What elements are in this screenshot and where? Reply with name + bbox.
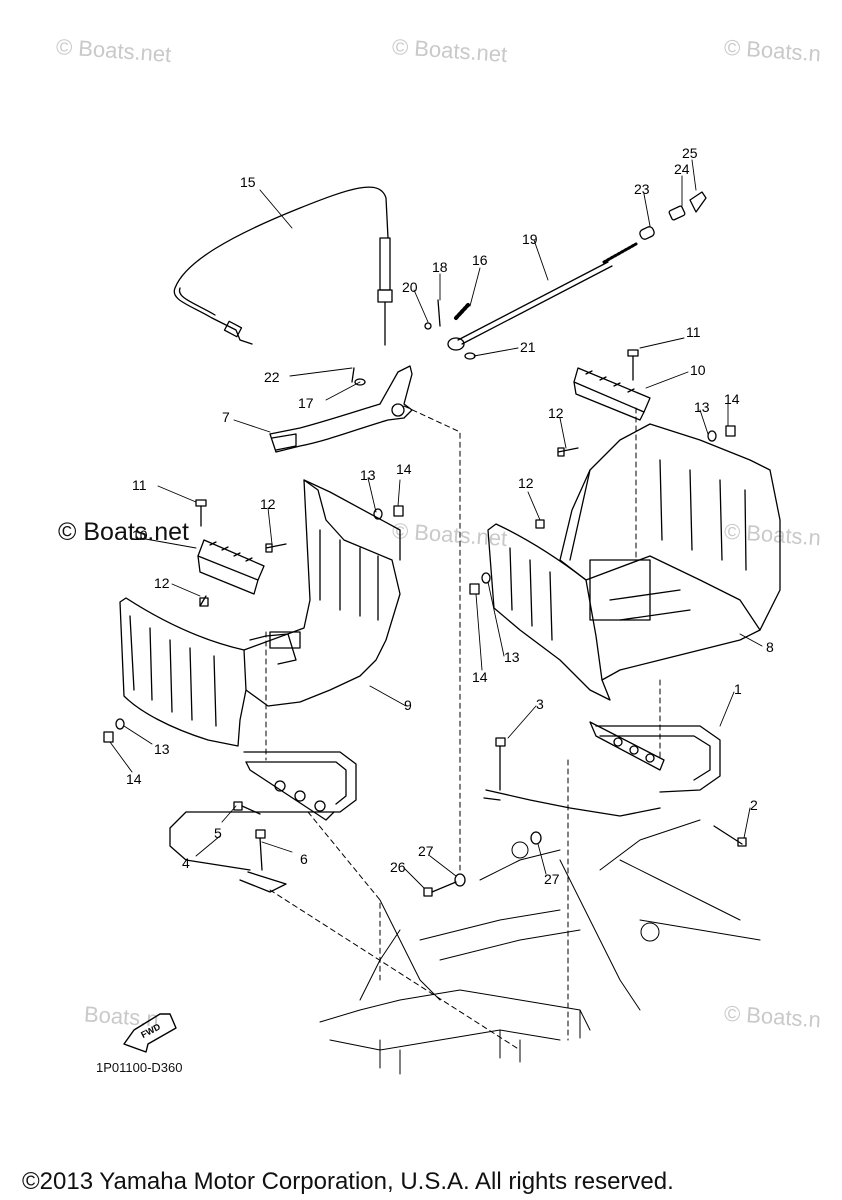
callout-label: 14 [724, 391, 740, 407]
fwd-arrow-icon: FWD [123, 1013, 177, 1053]
callout-label: 1 [734, 681, 742, 697]
callout-label: 12 [260, 496, 276, 512]
callout-label: 4 [182, 855, 190, 871]
callout-label: 10 [690, 362, 706, 378]
brake-rod [351, 191, 707, 386]
callout-label: 11 [132, 477, 147, 493]
callout-label: 26 [390, 859, 406, 875]
left-frame-bar [169, 751, 357, 893]
callout-label: 7 [222, 409, 230, 425]
right-footrest-plate [573, 367, 651, 421]
callout-label: 3 [536, 696, 544, 712]
callout-label: 5 [214, 825, 222, 841]
callout-label: 10 [132, 527, 148, 543]
left-footrest-board [119, 479, 401, 747]
right-frame-bar [483, 721, 721, 817]
callout-label: 22 [264, 369, 280, 385]
callout-label: 11 [686, 324, 701, 340]
left-footrest-plate [197, 539, 265, 595]
brake-pedal [269, 365, 413, 453]
copyright-notice: ©2013 Yamaha Motor Corporation, U.S.A. A… [22, 1168, 674, 1195]
callout-label: 12 [518, 475, 534, 491]
callout-label: 12 [548, 405, 564, 421]
callout-label: 14 [472, 669, 488, 685]
callout-label: 27 [544, 871, 560, 887]
watermark-dark: © Boats.net [58, 518, 189, 546]
callout-label: 18 [432, 259, 448, 275]
callout-label: 25 [682, 145, 698, 161]
leader-lines [265, 405, 661, 1051]
callout-label: 17 [298, 395, 314, 411]
callout-label: 9 [404, 697, 412, 713]
callout-label: 2 [750, 797, 758, 813]
callout-label: 13 [154, 741, 170, 757]
callout-label: 13 [694, 399, 710, 415]
callout-label: 15 [240, 174, 256, 190]
callout-label: 24 [674, 161, 690, 177]
fasteners [103, 349, 747, 897]
callout-leaders [109, 159, 763, 889]
callout-label: 8 [766, 639, 774, 655]
callout-label: 12 [154, 575, 170, 591]
atv-frame [319, 819, 761, 1075]
callout-label: 13 [360, 467, 376, 483]
callout-label: 19 [522, 231, 538, 247]
callout-label: 13 [504, 649, 520, 665]
callout-label: 6 [300, 851, 308, 867]
diagram-code: 1P01100-D360 [96, 1060, 183, 1075]
brake-cable [173, 186, 393, 346]
callout-label: 21 [520, 339, 536, 355]
callout-label: 16 [472, 252, 488, 268]
callout-label: 23 [634, 181, 650, 197]
callout-label: 14 [396, 461, 412, 477]
callout-label: 27 [418, 843, 434, 859]
callout-label: 20 [402, 279, 418, 295]
callout-label: 14 [126, 771, 142, 787]
right-footrest-board [487, 423, 781, 701]
